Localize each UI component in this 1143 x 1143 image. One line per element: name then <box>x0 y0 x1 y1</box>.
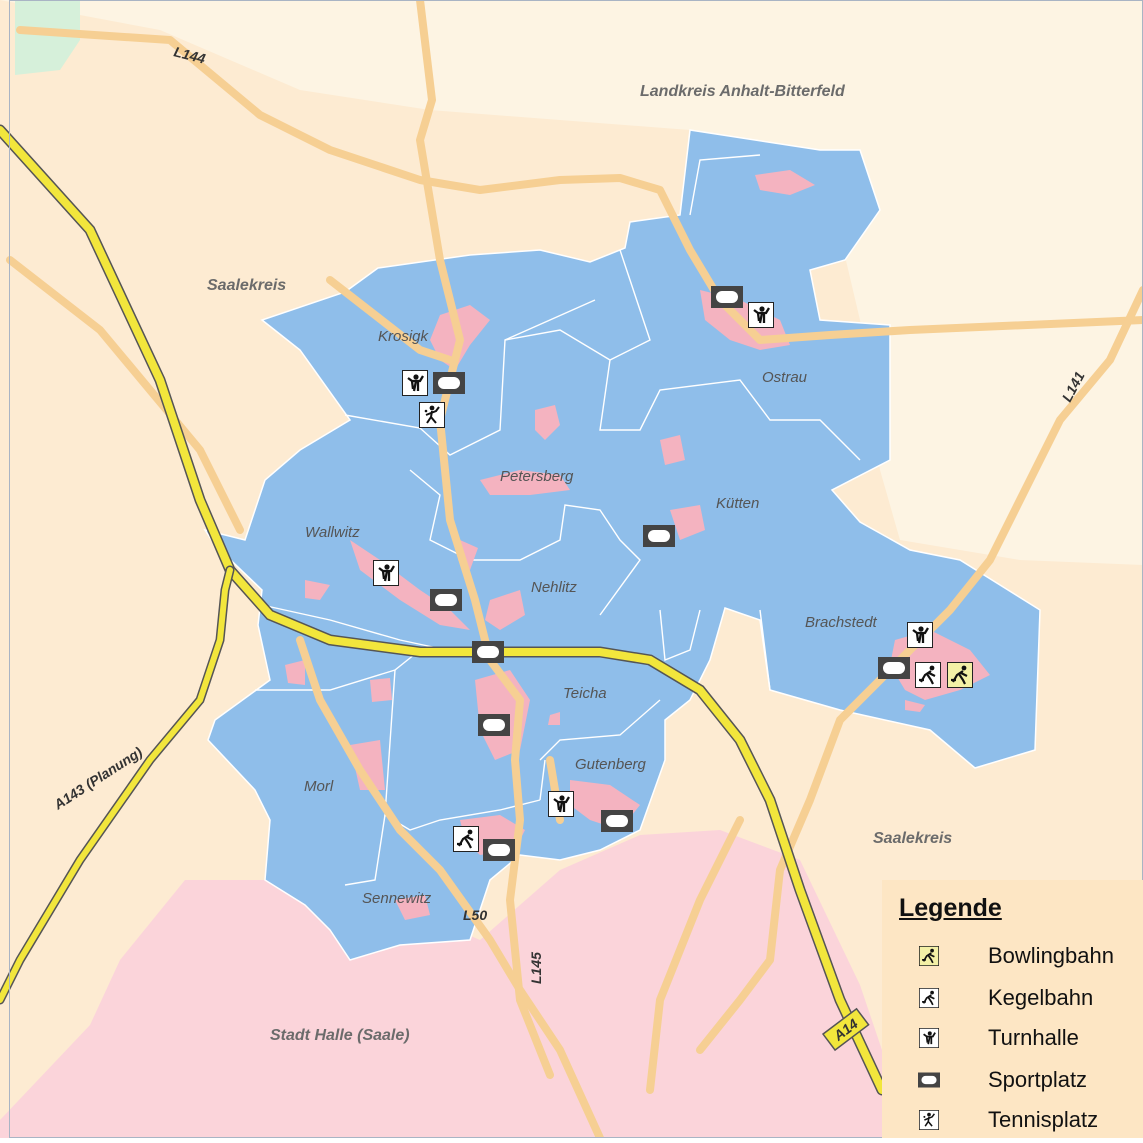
legend-title: Legende <box>899 894 1002 922</box>
sportsfield-icon <box>601 810 633 832</box>
legend-label: Tennisplatz <box>988 1107 1099 1132</box>
roads <box>6 0 1143 1142</box>
bowling-icon <box>919 946 939 966</box>
label-morl: Morl <box>304 778 334 795</box>
label-krosigk: Krosigk <box>378 328 430 345</box>
kegel-icon <box>919 988 939 1008</box>
sportsfield-icon <box>433 372 465 394</box>
label-halle: Stadt Halle (Saale) <box>270 1027 410 1044</box>
sportsfield-icon <box>430 589 462 611</box>
tennis-icon <box>919 1110 939 1130</box>
gym-icon <box>548 791 574 817</box>
legend-label: Turnhalle <box>988 1025 1079 1050</box>
gym-icon <box>402 370 428 396</box>
label-petersberg: Petersberg <box>500 468 574 485</box>
label-wallwitz: Wallwitz <box>305 524 360 541</box>
gym-icon <box>748 302 774 328</box>
gym-icon <box>373 560 399 586</box>
label-saalekreis-west: Saalekreis <box>207 277 286 294</box>
label-road-l50: L50 <box>463 907 487 923</box>
legend-item-turnhalle: Turnhalle <box>918 1022 1079 1054</box>
sportsfield-icon <box>478 714 510 736</box>
label-nehlitz: Nehlitz <box>531 579 577 596</box>
label-brachstedt: Brachstedt <box>805 614 878 631</box>
label-road-l144: L144 <box>172 43 207 66</box>
green-area <box>15 0 80 75</box>
anhalt-bitterfeld-area <box>0 0 1143 565</box>
kegel-icon <box>915 662 941 688</box>
sportsfield-icon <box>711 286 743 308</box>
legend: Legende Bowlingbahn Kegelbahn Turnhalle … <box>882 880 1143 1138</box>
label-saalekreis-east: Saalekreis <box>873 830 952 847</box>
legend-item-kegelbahn: Kegelbahn <box>918 982 1093 1014</box>
label-road-l145: L145 <box>528 952 544 984</box>
tennis-icon <box>419 402 445 428</box>
legend-item-tennisplatz: Tennisplatz <box>918 1104 1098 1136</box>
legend-label: Bowlingbahn <box>988 943 1114 968</box>
halle-city-area <box>0 830 882 1138</box>
bowling-icon <box>947 662 973 688</box>
kegel-icon <box>453 826 479 852</box>
sportsfield-icon <box>918 1072 940 1088</box>
label-ostrau: Ostrau <box>762 369 808 386</box>
label-anhalt-bitterfeld: Landkreis Anhalt-Bitterfeld <box>640 83 846 100</box>
label-gutenberg: Gutenberg <box>575 756 647 773</box>
legend-item-bowlingbahn: Bowlingbahn <box>918 940 1114 972</box>
sportsfield-icon <box>878 657 910 679</box>
gym-icon <box>919 1028 939 1048</box>
label-teicha: Teicha <box>563 685 607 702</box>
legend-label: Sportplatz <box>988 1067 1088 1092</box>
legend-label: Kegelbahn <box>988 985 1094 1010</box>
legend-item-sportplatz: Sportplatz <box>918 1064 1087 1096</box>
label-kuetten: Kütten <box>716 495 759 512</box>
sportsfield-icon <box>472 641 504 663</box>
sportsfield-icon <box>643 525 675 547</box>
sportsfield-icon <box>483 839 515 861</box>
gym-icon <box>907 622 933 648</box>
label-sennewitz: Sennewitz <box>362 890 432 907</box>
